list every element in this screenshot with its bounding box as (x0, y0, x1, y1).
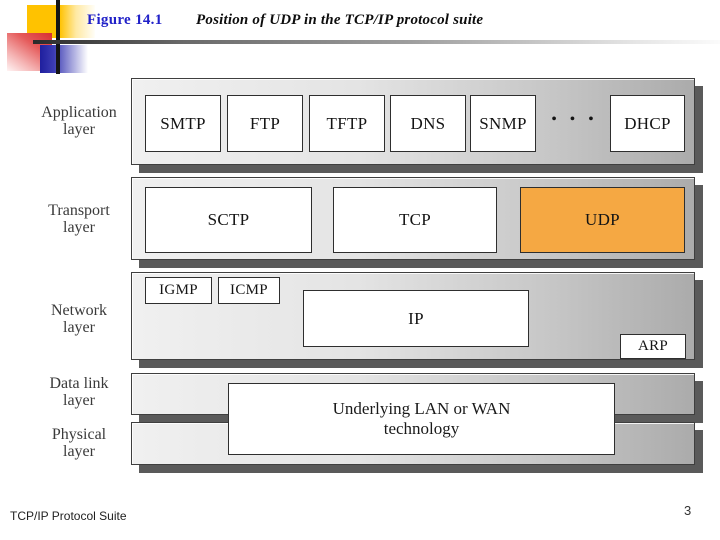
layer-label-line: layer (63, 319, 95, 336)
title-divider-line (33, 40, 720, 44)
protocol-box-udp-highlighted: UDP (520, 187, 685, 253)
protocol-box-ip: IP (303, 290, 529, 347)
layer-label-line: Physical (51, 426, 107, 443)
protocol-box-dns: DNS (390, 95, 466, 152)
layer-label-application: Application layer (28, 104, 130, 138)
layer-label-line: Transport (48, 202, 110, 219)
layer-label-transport: Transport layer (28, 202, 130, 236)
layer-label-line: layer (63, 392, 95, 409)
footer-title: TCP/IP Protocol Suite (10, 509, 127, 523)
layer-label-physical: Physical layer (28, 426, 130, 460)
protocol-box-dhcp: DHCP (610, 95, 685, 152)
layer-label-line: layer (63, 219, 95, 236)
underlying-technology-box: Underlying LAN or WAN technology (228, 383, 615, 455)
protocol-box-sctp: SCTP (145, 187, 312, 253)
protocol-box-arp: ARP (620, 334, 686, 359)
layer-label-line: Application (41, 104, 117, 121)
logo-vertical-line (56, 0, 60, 74)
logo-blue-square (40, 45, 90, 73)
protocol-box-tcp: TCP (333, 187, 497, 253)
ellipsis-dots: • • • (551, 112, 599, 127)
underlying-text-line: technology (383, 419, 460, 438)
protocol-box-smtp: SMTP (145, 95, 221, 152)
layer-label-line: Network (51, 302, 107, 319)
protocol-box-snmp: SNMP (470, 95, 536, 152)
protocol-box-ftp: FTP (227, 95, 303, 152)
figure-label: Figure 14.1 (87, 12, 163, 28)
page-number: 3 (684, 503, 692, 518)
protocol-box-tftp: TFTP (309, 95, 385, 152)
underlying-text-line: Underlying LAN or WAN (332, 399, 511, 418)
layer-label-line: Data link (49, 375, 109, 392)
logo-yellow-square (27, 5, 95, 38)
layer-label-line: layer (63, 443, 95, 460)
protocol-box-icmp: ICMP (218, 277, 280, 304)
layer-label-network: Network layer (28, 302, 130, 336)
protocol-box-igmp: IGMP (145, 277, 212, 304)
figure-title: Position of UDP in the TCP/IP protocol s… (196, 12, 484, 28)
layer-label-line: layer (63, 121, 95, 138)
layer-label-datalink: Data link layer (28, 375, 130, 409)
